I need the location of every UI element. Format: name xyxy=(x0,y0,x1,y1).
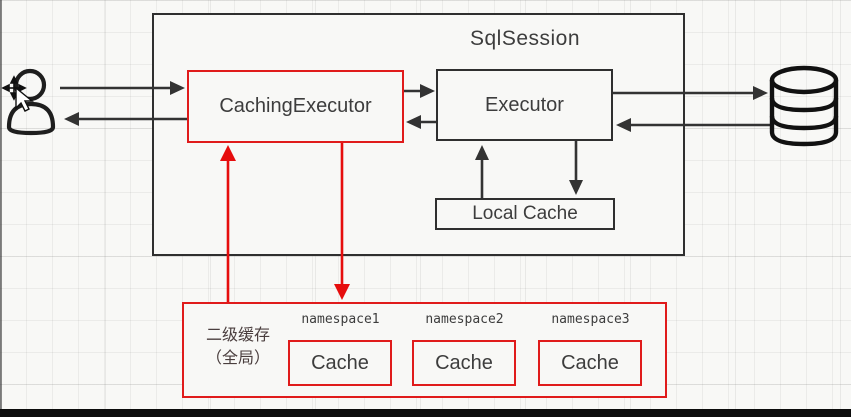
database-icon xyxy=(769,65,839,147)
namespace1-cache-label: Cache xyxy=(311,351,369,374)
caching-executor-label: CachingExecutor xyxy=(219,95,372,117)
second-level-cache-label: 二级缓存 （全局） xyxy=(196,324,280,370)
namespace2-label: namespace2 xyxy=(425,312,504,327)
move-cursor-icon xyxy=(1,75,34,112)
executor-label: Executor xyxy=(485,93,564,116)
second-level-cache-label-line2: （全局） xyxy=(205,350,270,367)
second-level-cache-label-line1: 二级缓存 xyxy=(205,327,270,344)
user-icon xyxy=(6,68,56,136)
namespace3-cache-box: Cache xyxy=(538,340,642,386)
local-cache-box: Local Cache xyxy=(435,198,615,230)
namespace2-cache-box: Cache xyxy=(412,340,516,386)
screen-left-edge xyxy=(0,0,2,417)
local-cache-label: Local Cache xyxy=(472,203,578,224)
namespace2-cache-label: Cache xyxy=(435,351,493,374)
caching-executor-box: CachingExecutor xyxy=(187,70,404,143)
namespace3-label: namespace3 xyxy=(551,312,630,327)
bottom-black-bar xyxy=(0,409,851,417)
namespace1-cache-box: Cache xyxy=(288,340,392,386)
sqlsession-title: SqlSession xyxy=(469,27,581,50)
namespace3-cache-label: Cache xyxy=(561,351,619,374)
executor-box: Executor xyxy=(436,69,613,141)
namespace1-label: namespace1 xyxy=(301,312,380,327)
